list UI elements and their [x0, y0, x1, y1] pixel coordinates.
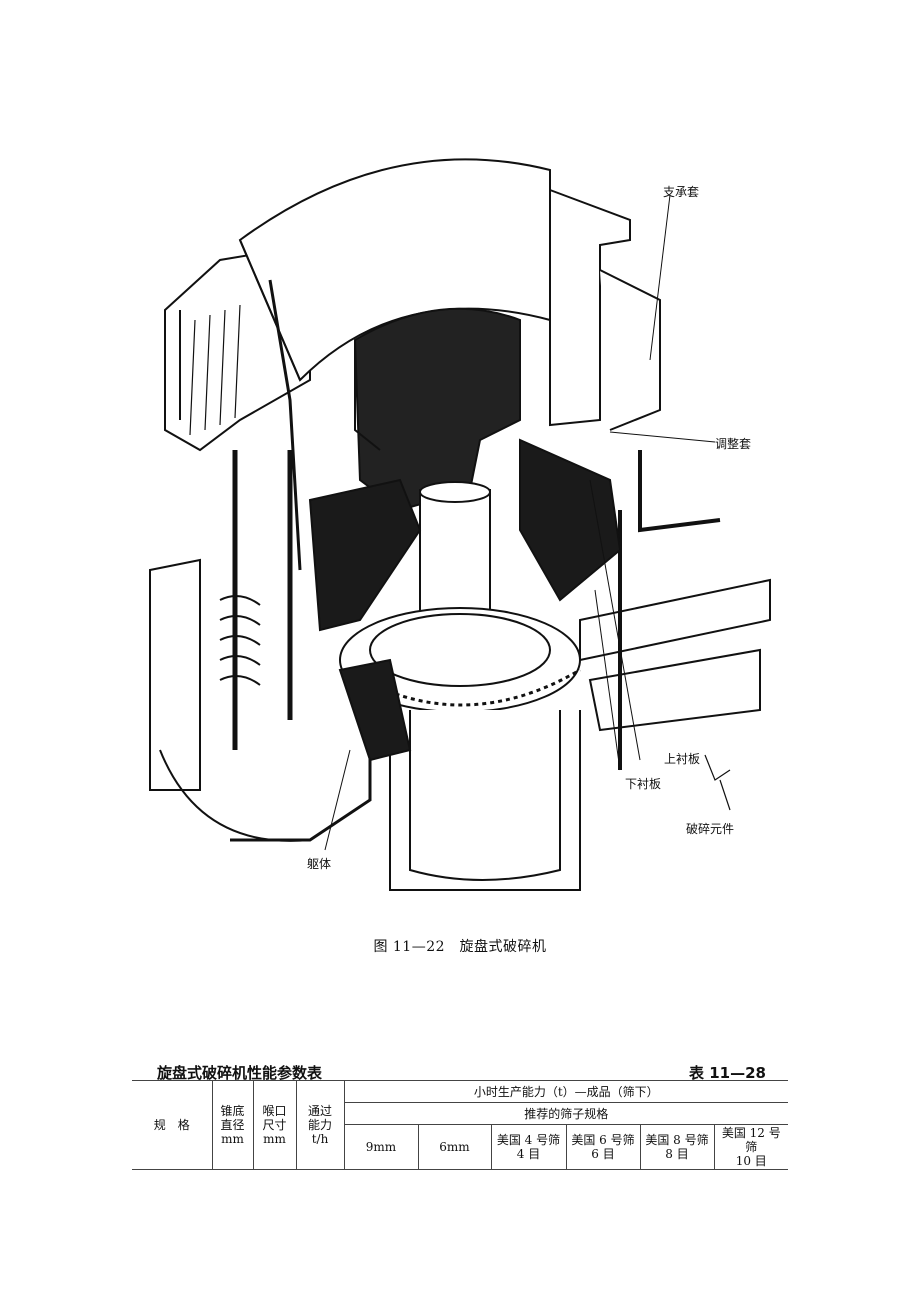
label-upper-liner: 上衬板: [664, 752, 701, 766]
label-lower-liner: 下衬板: [625, 777, 662, 791]
table-number: 表 11—28: [689, 1064, 766, 1082]
label-adjust-sleeve: 调整套: [715, 437, 752, 451]
crusher-cutaway-drawing: [149, 158, 771, 891]
label-support-sleeve: 支承套: [663, 185, 700, 199]
header-hourly-capacity: 小时生产能力（t）—成品（筛下）: [343, 1080, 789, 1103]
header-spec: 规 格: [132, 1080, 213, 1170]
label-crushing-element: 破碎元件: [686, 822, 735, 836]
figure-caption: 图 11—22 旋盘式破碎机: [373, 939, 547, 955]
header-size-9mm: 9mm: [344, 1124, 419, 1170]
header-size-6mm: 6mm: [417, 1124, 492, 1170]
header-recommended-screen: 推荐的筛子规格: [344, 1102, 789, 1125]
table-title: 旋盘式破碎机性能参数表: [157, 1064, 323, 1082]
label-body: 躯体: [307, 857, 332, 871]
